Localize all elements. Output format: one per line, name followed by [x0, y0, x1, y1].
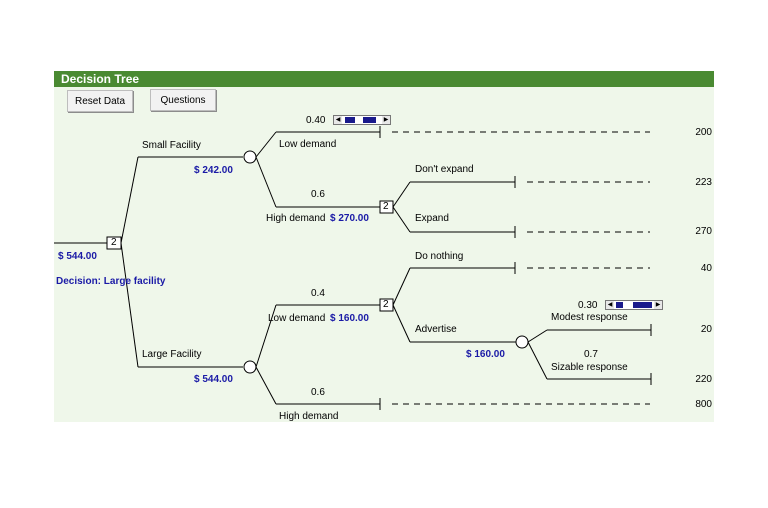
large-low-node-label: 2	[383, 299, 389, 310]
large-low-decision-node	[379, 298, 394, 312]
large-chance-node	[243, 360, 257, 374]
title-bar: Decision Tree	[54, 71, 714, 87]
advertise-chance-node	[515, 335, 529, 349]
scroll-left-icon[interactable]: ◀	[606, 301, 614, 309]
small-low-prob-scrollbar[interactable]: ◀ ▶	[333, 115, 391, 125]
advertise-value: $ 160.00	[466, 349, 505, 360]
large-facility-value: $ 544.00	[194, 374, 233, 385]
expand-label: Expand	[415, 213, 449, 224]
root-node-label: 2	[111, 237, 117, 248]
payoff-dont-expand: 223	[695, 177, 712, 188]
small-high-decision-node	[379, 200, 394, 214]
advertise-label: Advertise	[415, 324, 457, 335]
large-low-prob: 0.4	[311, 288, 325, 299]
scroll-right-icon[interactable]: ▶	[382, 116, 390, 124]
large-high-label: High demand	[279, 411, 339, 422]
do-nothing-label: Do nothing	[415, 251, 464, 262]
modest-label: Modest response	[551, 312, 628, 323]
payoff-small-low: 200	[695, 127, 712, 138]
payoff-modest: 20	[700, 324, 712, 335]
reset-data-button[interactable]: Reset Data	[67, 90, 133, 112]
small-facility-value: $ 242.00	[194, 165, 233, 176]
modest-prob-scrollbar[interactable]: ◀ ▶	[605, 300, 663, 310]
large-low-value: $ 160.00	[330, 313, 369, 324]
decision-tree-panel	[54, 71, 714, 422]
scroll-left-icon[interactable]: ◀	[334, 116, 342, 124]
small-facility-label: Small Facility	[142, 140, 201, 151]
dont-expand-label: Don't expand	[415, 164, 474, 175]
small-high-node-label: 2	[383, 201, 389, 212]
large-facility-label: Large Facility	[142, 349, 202, 360]
small-high-label: High demand	[266, 213, 326, 224]
payoff-expand: 270	[695, 226, 712, 237]
questions-button[interactable]: Questions	[150, 89, 216, 111]
payoff-do-nothing: 40	[700, 263, 712, 274]
small-high-value: $ 270.00	[330, 213, 369, 224]
sizable-label: Sizable response	[551, 362, 628, 373]
small-low-prob: 0.40	[306, 115, 326, 126]
page-title: Decision Tree	[61, 72, 140, 86]
small-low-label: Low demand	[279, 139, 337, 150]
payoff-large-high: 800	[695, 399, 712, 410]
root-decision-node	[106, 236, 122, 250]
sizable-prob: 0.7	[584, 349, 598, 360]
small-high-prob: 0.6	[311, 189, 325, 200]
large-low-label: Low demand	[268, 313, 326, 324]
modest-prob: 0.30	[578, 300, 598, 311]
payoff-sizable: 220	[695, 374, 712, 385]
large-high-prob: 0.6	[311, 387, 325, 398]
decision-text: Decision: Large facility	[56, 276, 166, 287]
scroll-right-icon[interactable]: ▶	[654, 301, 662, 309]
root-value: $ 544.00	[58, 251, 97, 262]
small-chance-node	[243, 150, 257, 164]
